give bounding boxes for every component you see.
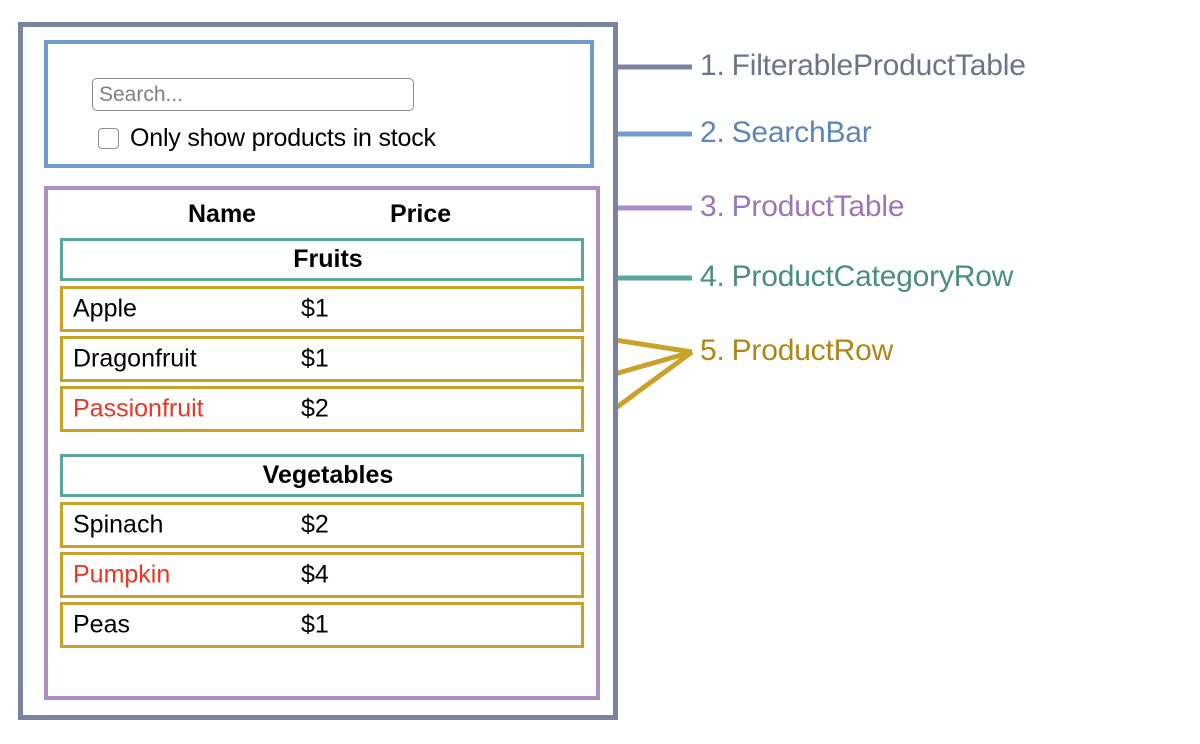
product-name: Passionfruit: [73, 394, 204, 423]
legend-number: 5.: [700, 334, 725, 367]
product-price: $2: [301, 510, 329, 539]
legend-text: ProductCategoryRow: [731, 260, 1014, 293]
legend-item-product-row: 5.ProductRow: [700, 334, 893, 368]
product-name: Peas: [73, 610, 130, 639]
in-stock-checkbox-label: Only show products in stock: [130, 124, 436, 152]
product-price: $2: [301, 394, 329, 423]
checkbox-icon[interactable]: [98, 128, 119, 149]
product-row: Spinach $2: [60, 502, 584, 548]
legend-number: 1.: [700, 49, 725, 82]
legend-item-product-category-row: 4.ProductCategoryRow: [700, 260, 1013, 294]
column-header-name: Name: [188, 200, 257, 228]
product-name: Dragonfruit: [73, 344, 197, 373]
legend-number: 2.: [700, 116, 725, 149]
legend-text: ProductRow: [731, 334, 894, 367]
product-row: Peas $1: [60, 602, 584, 648]
search-bar-box: Only show products in stock: [44, 40, 594, 168]
product-row: Dragonfruit $1: [60, 336, 584, 382]
product-name: Spinach: [73, 510, 164, 539]
legend-item-product-table: 3.ProductTable: [700, 190, 905, 224]
product-name: Apple: [73, 294, 137, 323]
table-header-row: Name Price: [60, 200, 584, 238]
product-price: $4: [301, 560, 329, 589]
product-price: $1: [301, 610, 329, 639]
product-category-label: Fruits: [293, 245, 363, 273]
product-name: Pumpkin: [73, 560, 171, 589]
legend-item-filterable-product-table: 1.FilterableProductTable: [700, 49, 1026, 83]
product-category-label: Vegetables: [262, 461, 394, 489]
legend-text: FilterableProductTable: [731, 49, 1026, 82]
section-spacer: [60, 436, 584, 454]
product-row: Pumpkin $4: [60, 552, 584, 598]
legend-number: 3.: [700, 190, 725, 223]
column-header-price: Price: [390, 200, 452, 228]
product-price: $1: [301, 344, 329, 373]
search-input[interactable]: [92, 78, 414, 111]
product-table-box: Name Price Fruits Apple $1 Dragonfruit $…: [44, 186, 600, 700]
product-category-row: Fruits: [60, 238, 584, 281]
legend-number: 4.: [700, 260, 725, 293]
product-row: Passionfruit $2: [60, 386, 584, 432]
legend-text: SearchBar: [731, 116, 872, 149]
legend-item-search-bar: 2.SearchBar: [700, 116, 872, 150]
product-category-row: Vegetables: [60, 454, 584, 497]
product-price: $1: [301, 294, 329, 323]
in-stock-checkbox-row[interactable]: Only show products in stock: [98, 124, 436, 153]
product-table-inner: Name Price Fruits Apple $1 Dragonfruit $…: [60, 200, 584, 652]
legend-text: ProductTable: [731, 190, 905, 223]
product-row: Apple $1: [60, 286, 584, 332]
